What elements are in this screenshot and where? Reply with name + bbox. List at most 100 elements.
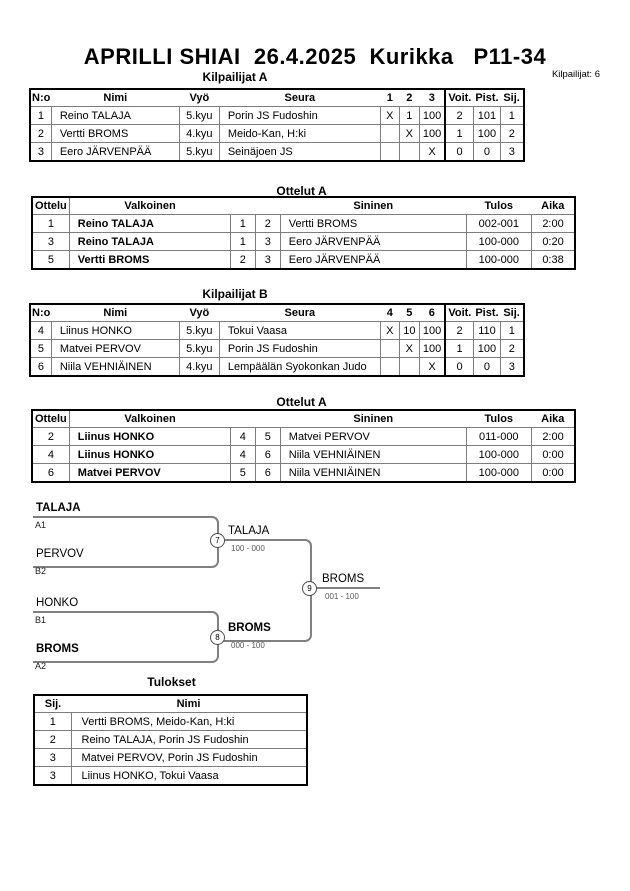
cell-match: 5: [31, 250, 70, 270]
header-white-no: [230, 197, 256, 215]
header-white: Valkoinen: [69, 197, 231, 215]
cell-c1: [379, 142, 400, 162]
cell-wins: 0: [444, 357, 474, 377]
header-result: Tulos: [466, 197, 532, 215]
pool-a-table: N:o Nimi Vyö Seura 1 2 3 Voit. Pist. Sij…: [29, 88, 525, 162]
cell-result: 100-000: [465, 250, 532, 270]
header-opp2: 2: [399, 89, 420, 107]
cell-points: 100: [472, 339, 502, 358]
cell-belt: 5.kyu: [178, 142, 220, 162]
header-opp2: 5: [399, 304, 420, 322]
pool-b-table: N:o Nimi Vyö Seura 4 5 6 Voit. Pist. Sij…: [29, 303, 525, 377]
cell-club: Porin JS Fudoshin: [218, 106, 381, 125]
cell-name: Liinus HONKO: [50, 321, 180, 340]
cell-no: 1: [29, 106, 52, 125]
header-name: Nimi: [51, 89, 180, 107]
page-title: APRILLI SHIAI 26.4.2025 Kurikka P11-34: [83, 44, 547, 69]
cell-place: 2: [33, 730, 72, 749]
cell-w-no: 1: [229, 232, 256, 251]
cell-points: 100: [472, 124, 502, 143]
header-name: Nimi: [51, 304, 180, 322]
cell-name: Liinus HONKO, Tokui Vaasa: [70, 766, 308, 786]
header-place: Sij.: [34, 695, 71, 713]
cell-white: Matvei PERVOV: [68, 463, 231, 483]
header-match: Ottelu: [32, 197, 70, 215]
cell-time: 2:00: [530, 427, 576, 446]
header-belt: Vyö: [179, 89, 220, 107]
header-time: Aika: [531, 410, 576, 428]
header-white: Valkoinen: [69, 410, 231, 428]
cell-place: 3: [33, 748, 72, 767]
cell-blue: Eero JÄRVENPÄÄ: [279, 232, 467, 251]
cell-blue: Niila VEHNIÄINEN: [279, 463, 467, 483]
header-place: Sij.: [500, 89, 524, 107]
header-match: Ottelu: [32, 410, 70, 428]
header-no: N:o: [30, 304, 52, 322]
bracket-seed-name: PERVOV: [36, 548, 84, 560]
cell-c3: 100: [418, 321, 446, 340]
cell-result: 100-000: [465, 445, 532, 464]
header-wins: Voit.: [444, 89, 474, 107]
cell-b-no: 3: [254, 232, 281, 251]
cell-c1: [379, 357, 400, 377]
header-opp1: 1: [380, 89, 400, 107]
pool-b-header-row: N:o Nimi Vyö Seura 4 5 6 Voit. Pist. Sij…: [30, 304, 524, 322]
header-no: N:o: [30, 89, 52, 107]
results-header-row: Sij. Nimi: [34, 695, 307, 713]
cell-match: 6: [31, 463, 70, 483]
bracket-seed-name: TALAJA: [36, 502, 81, 514]
cell-w-no: 4: [229, 427, 256, 446]
bracket-seed-code: A2: [35, 661, 47, 671]
cell-no: 6: [29, 357, 52, 377]
cell-place: 2: [500, 124, 525, 143]
cell-place: 3: [500, 357, 525, 377]
cell-result: 100-000: [465, 463, 532, 483]
header-club: Seura: [219, 304, 381, 322]
cell-c2: [398, 142, 420, 162]
cell-c3: 100: [418, 339, 446, 358]
pool-b-heading: Kilpailijat B: [202, 287, 268, 301]
header-wins: Voit.: [444, 304, 474, 322]
header-opp1: 4: [380, 304, 400, 322]
cell-result: 002-001: [465, 214, 532, 233]
cell-place: 1: [33, 712, 72, 731]
cell-belt: 5.kyu: [178, 339, 220, 358]
header-belt: Vyö: [179, 304, 220, 322]
bracket-seed-name: BROMS: [36, 643, 79, 655]
cell-name: Vertti BROMS: [50, 124, 180, 143]
matches-a-header-row: Ottelu Valkoinen Sininen Tulos Aika: [32, 197, 576, 215]
bracket-seed-name: HONKO: [36, 597, 79, 609]
cell-wins: 1: [444, 339, 474, 358]
matches-b-heading: Ottelut A: [276, 395, 327, 409]
cell-white: Reino TALAJA: [68, 214, 231, 233]
match-number-badge: 8: [210, 630, 225, 645]
cell-time: 0:20: [530, 232, 576, 251]
cell-name: Matvei PERVOV, Porin JS Fudoshin: [70, 748, 308, 767]
cell-name: Eero JÄRVENPÄÄ: [50, 142, 180, 162]
header-blue-no: [255, 197, 281, 215]
cell-place: 1: [500, 106, 525, 125]
bracket-match-score: 100 - 000: [231, 544, 265, 553]
cell-c2: [398, 357, 420, 377]
match-number-badge: 7: [210, 533, 225, 548]
cell-club: Tokui Vaasa: [218, 321, 381, 340]
bracket-seed-code: B2: [35, 566, 47, 576]
cell-c2: 1: [398, 106, 420, 125]
cell-c2: 10: [398, 321, 420, 340]
cell-w-no: 2: [229, 250, 256, 270]
cell-no: 5: [29, 339, 52, 358]
header-club: Seura: [219, 89, 381, 107]
cell-c1: [379, 339, 400, 358]
cell-belt: 4.kyu: [178, 124, 220, 143]
